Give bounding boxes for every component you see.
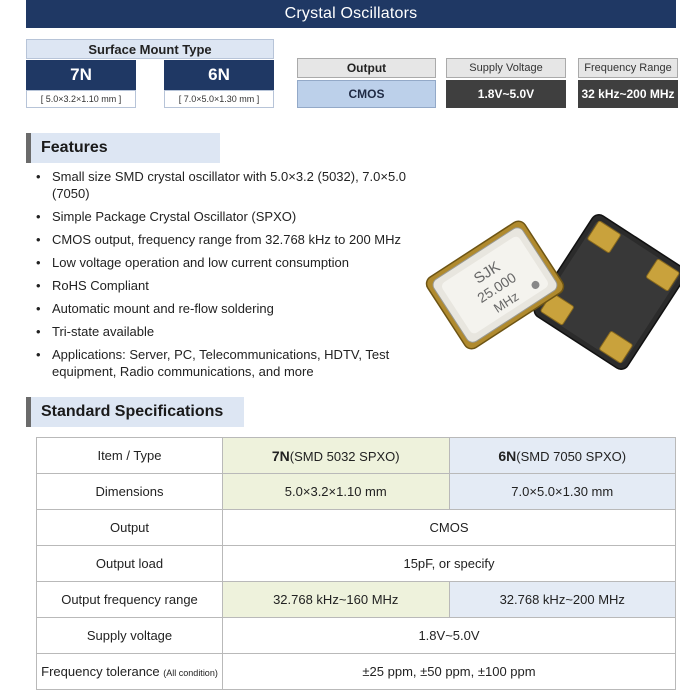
table-row: Output frequency range 32.768 kHz~160 MH… xyxy=(36,581,676,618)
supply-voltage-label: Supply Voltage xyxy=(446,58,566,78)
table-row: Item / Type 7N(SMD 5032 SPXO) 6N(SMD 705… xyxy=(36,437,676,474)
type-7n-badge: 7N xyxy=(26,60,136,90)
chip-back-view xyxy=(533,214,680,370)
feature-item: Automatic mount and re-flow soldering xyxy=(36,300,426,317)
feature-item: Low voltage operation and low current co… xyxy=(36,254,426,271)
cell-value: 7.0×5.0×1.30 mm xyxy=(448,473,676,510)
feature-item: Tri-state available xyxy=(36,323,426,340)
cell-value: 1.8V~5.0V xyxy=(222,617,676,654)
feature-item: Simple Package Crystal Oscillator (SPXO) xyxy=(36,208,426,225)
table-header-6n: 6N(SMD 7050 SPXO) xyxy=(448,437,676,474)
supply-voltage-value: 1.8V~5.0V xyxy=(446,80,566,108)
surface-mount-header: Surface Mount Type xyxy=(26,39,274,59)
table-header-item: Item / Type xyxy=(36,437,223,474)
cell-value: ±25 ppm, ±50 ppm, ±100 ppm xyxy=(222,653,676,690)
output-label: Output xyxy=(297,58,436,78)
frequency-range-label: Frequency Range xyxy=(578,58,678,78)
cell-value: 5.0×3.2×1.10 mm xyxy=(222,473,450,510)
specs-heading: Standard Specifications xyxy=(26,397,244,427)
features-list: Small size SMD crystal oscillator with 5… xyxy=(36,168,426,386)
type-6n-dims: [ 7.0×5.0×1.30 mm ] xyxy=(164,90,274,108)
features-heading: Features xyxy=(26,133,220,163)
crystal-oscillator-image: SJK 25.000 MHz xyxy=(425,214,680,370)
table-row: Output load 15pF, or specify xyxy=(36,545,676,582)
row-label: Output load xyxy=(36,545,223,582)
cell-value: 32.768 kHz~200 MHz xyxy=(448,581,676,618)
table-row: Frequency tolerance (All condition) ±25 … xyxy=(36,653,676,690)
pin1-dot xyxy=(531,280,540,289)
row-label: Frequency tolerance (All condition) xyxy=(36,653,223,690)
table-header-7n: 7N(SMD 5032 SPXO) xyxy=(222,437,450,474)
type-7n-dims: [ 5.0×3.2×1.10 mm ] xyxy=(26,90,136,108)
specs-table: Item / Type 7N(SMD 5032 SPXO) 6N(SMD 705… xyxy=(36,437,676,690)
feature-item: RoHS Compliant xyxy=(36,277,426,294)
row-label: Output xyxy=(36,509,223,546)
output-value: CMOS xyxy=(297,80,436,108)
feature-item: Small size SMD crystal oscillator with 5… xyxy=(36,168,426,202)
table-row: Output CMOS xyxy=(36,509,676,546)
cell-value: 32.768 kHz~160 MHz xyxy=(222,581,450,618)
row-label: Dimensions xyxy=(36,473,223,510)
cell-value: CMOS xyxy=(222,509,676,546)
feature-item: Applications: Server, PC, Telecommunicat… xyxy=(36,346,426,380)
cell-value: 15pF, or specify xyxy=(222,545,676,582)
type-6n-badge: 6N xyxy=(164,60,274,90)
table-row: Dimensions 5.0×3.2×1.10 mm 7.0×5.0×1.30 … xyxy=(36,473,676,510)
frequency-range-value: 32 kHz~200 MHz xyxy=(578,80,678,108)
page-title: Crystal Oscillators xyxy=(26,0,676,28)
row-label: Output frequency range xyxy=(36,581,223,618)
feature-item: CMOS output, frequency range from 32.768… xyxy=(36,231,426,248)
table-row: Supply voltage 1.8V~5.0V xyxy=(36,617,676,654)
row-label: Supply voltage xyxy=(36,617,223,654)
chip-front-view: SJK 25.000 MHz xyxy=(425,220,565,350)
